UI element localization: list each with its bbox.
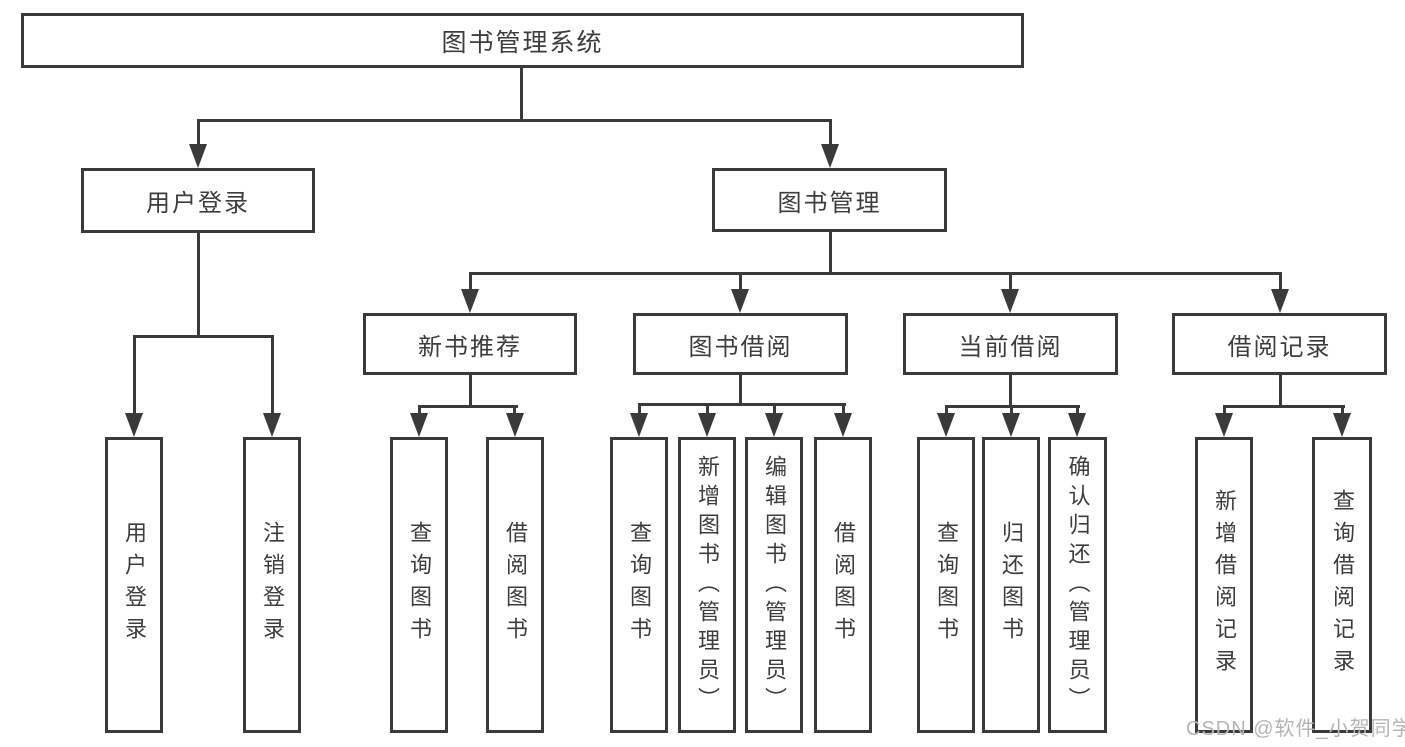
arrowhead xyxy=(263,413,281,437)
leaf-label: 归还图书 xyxy=(999,521,1024,649)
arrowhead xyxy=(1068,413,1086,437)
leaf-query-borrow-record: 查询借阅记录 xyxy=(1312,437,1372,733)
leaf-logout: 注销登录 xyxy=(243,437,301,733)
leaf-query-book-2: 查询图书 xyxy=(610,437,668,733)
connector-line xyxy=(469,272,472,292)
arrowhead xyxy=(834,413,852,437)
arrowhead xyxy=(506,413,524,437)
connector-line xyxy=(271,335,274,415)
arrowhead xyxy=(630,413,648,437)
node-label: 图书管理系统 xyxy=(441,28,604,57)
leaf-query-book-3: 查询图书 xyxy=(917,437,975,733)
leaf-add-book-admin: 新增图书（管理员） xyxy=(678,437,736,733)
connector-line xyxy=(945,405,948,417)
node-user-login: 用户登录 xyxy=(81,168,315,233)
arrowhead xyxy=(189,144,207,168)
node-label: 新书推荐 xyxy=(418,333,522,361)
leaf-label: 确认归还（管理员） xyxy=(1065,454,1091,716)
leaf-label: 新增借阅记录 xyxy=(1212,489,1237,681)
leaf-edit-book-admin: 编辑图书（管理员） xyxy=(745,437,803,733)
leaf-label: 查询图书 xyxy=(627,521,652,649)
leaf-label: 借阅图书 xyxy=(831,521,856,649)
node-book-borrow: 图书借阅 xyxy=(633,313,848,375)
arrowhead xyxy=(1333,413,1351,437)
arrowhead xyxy=(125,413,143,437)
leaf-label: 注销登录 xyxy=(260,521,285,649)
leaf-label: 借阅图书 xyxy=(503,521,528,649)
connector-line xyxy=(739,375,742,406)
connector-line xyxy=(513,405,516,417)
node-label: 图书管理 xyxy=(777,189,882,217)
connector-line xyxy=(197,119,832,122)
leaf-borrow-book-1: 借阅图书 xyxy=(486,437,544,733)
connector-line xyxy=(706,403,709,417)
node-library-system: 图书管理系统 xyxy=(21,13,1024,68)
arrowhead xyxy=(698,413,716,437)
connector-line xyxy=(1223,405,1345,408)
leaf-label: 查询借阅记录 xyxy=(1330,489,1355,681)
node-new-book-recommend: 新书推荐 xyxy=(363,313,577,375)
leaf-confirm-return-admin: 确认归还（管理员） xyxy=(1048,437,1107,733)
arrowhead xyxy=(821,144,839,168)
leaf-label: 编辑图书（管理员） xyxy=(762,454,787,716)
connector-line xyxy=(1010,405,1013,417)
connector-line xyxy=(1009,272,1012,292)
connector-line xyxy=(638,403,641,417)
connector-line xyxy=(638,403,846,406)
leaf-return-book: 归还图书 xyxy=(982,437,1040,733)
connector-line xyxy=(469,272,1282,275)
node-borrow-records: 借阅记录 xyxy=(1172,313,1387,375)
connector-line xyxy=(418,405,421,417)
node-label: 借阅记录 xyxy=(1227,333,1332,361)
leaf-query-book-1: 查询图书 xyxy=(390,437,448,733)
connector-line xyxy=(197,119,200,147)
arrowhead xyxy=(1002,413,1020,437)
connector-line xyxy=(1279,375,1282,407)
arrowhead xyxy=(1271,289,1289,313)
leaf-borrow-book-2: 借阅图书 xyxy=(814,437,872,733)
connector-line xyxy=(133,335,274,338)
connector-line xyxy=(1223,405,1226,417)
connector-line xyxy=(418,405,518,408)
connector-line xyxy=(1341,405,1344,417)
leaf-user-login: 用户登录 xyxy=(105,437,163,733)
leaf-label: 新增图书（管理员） xyxy=(695,454,720,716)
leaf-label: 用户登录 xyxy=(122,521,147,649)
leaf-label: 查询图书 xyxy=(934,521,959,649)
connector-line xyxy=(197,233,200,337)
arrowhead xyxy=(410,413,428,437)
node-book-management: 图书管理 xyxy=(712,168,947,232)
arrowhead xyxy=(461,289,479,313)
node-current-borrow: 当前借阅 xyxy=(903,313,1118,375)
arrowhead xyxy=(765,413,783,437)
arrowhead xyxy=(731,289,749,313)
node-label: 图书借阅 xyxy=(688,333,793,361)
connector-line xyxy=(829,119,832,147)
connector-line xyxy=(842,403,845,417)
arrowhead xyxy=(1215,413,1233,437)
connector-line xyxy=(773,403,776,417)
connector-line xyxy=(469,375,472,407)
connector-line xyxy=(520,68,523,122)
connector-line xyxy=(1279,272,1282,292)
connector-line xyxy=(133,335,136,415)
node-label: 用户登录 xyxy=(146,190,250,217)
connector-line xyxy=(829,232,832,275)
arrowhead xyxy=(1001,289,1019,313)
leaf-label: 查询图书 xyxy=(407,521,432,649)
arrowhead xyxy=(937,413,955,437)
connector-line xyxy=(1009,375,1012,407)
leaf-add-borrow-record: 新增借阅记录 xyxy=(1195,437,1253,733)
csdn-watermark: CSDN @软件_小贺同学 xyxy=(1186,718,1405,740)
node-label: 当前借阅 xyxy=(958,333,1063,361)
connector-line xyxy=(739,272,742,292)
connector-line xyxy=(1076,405,1079,417)
